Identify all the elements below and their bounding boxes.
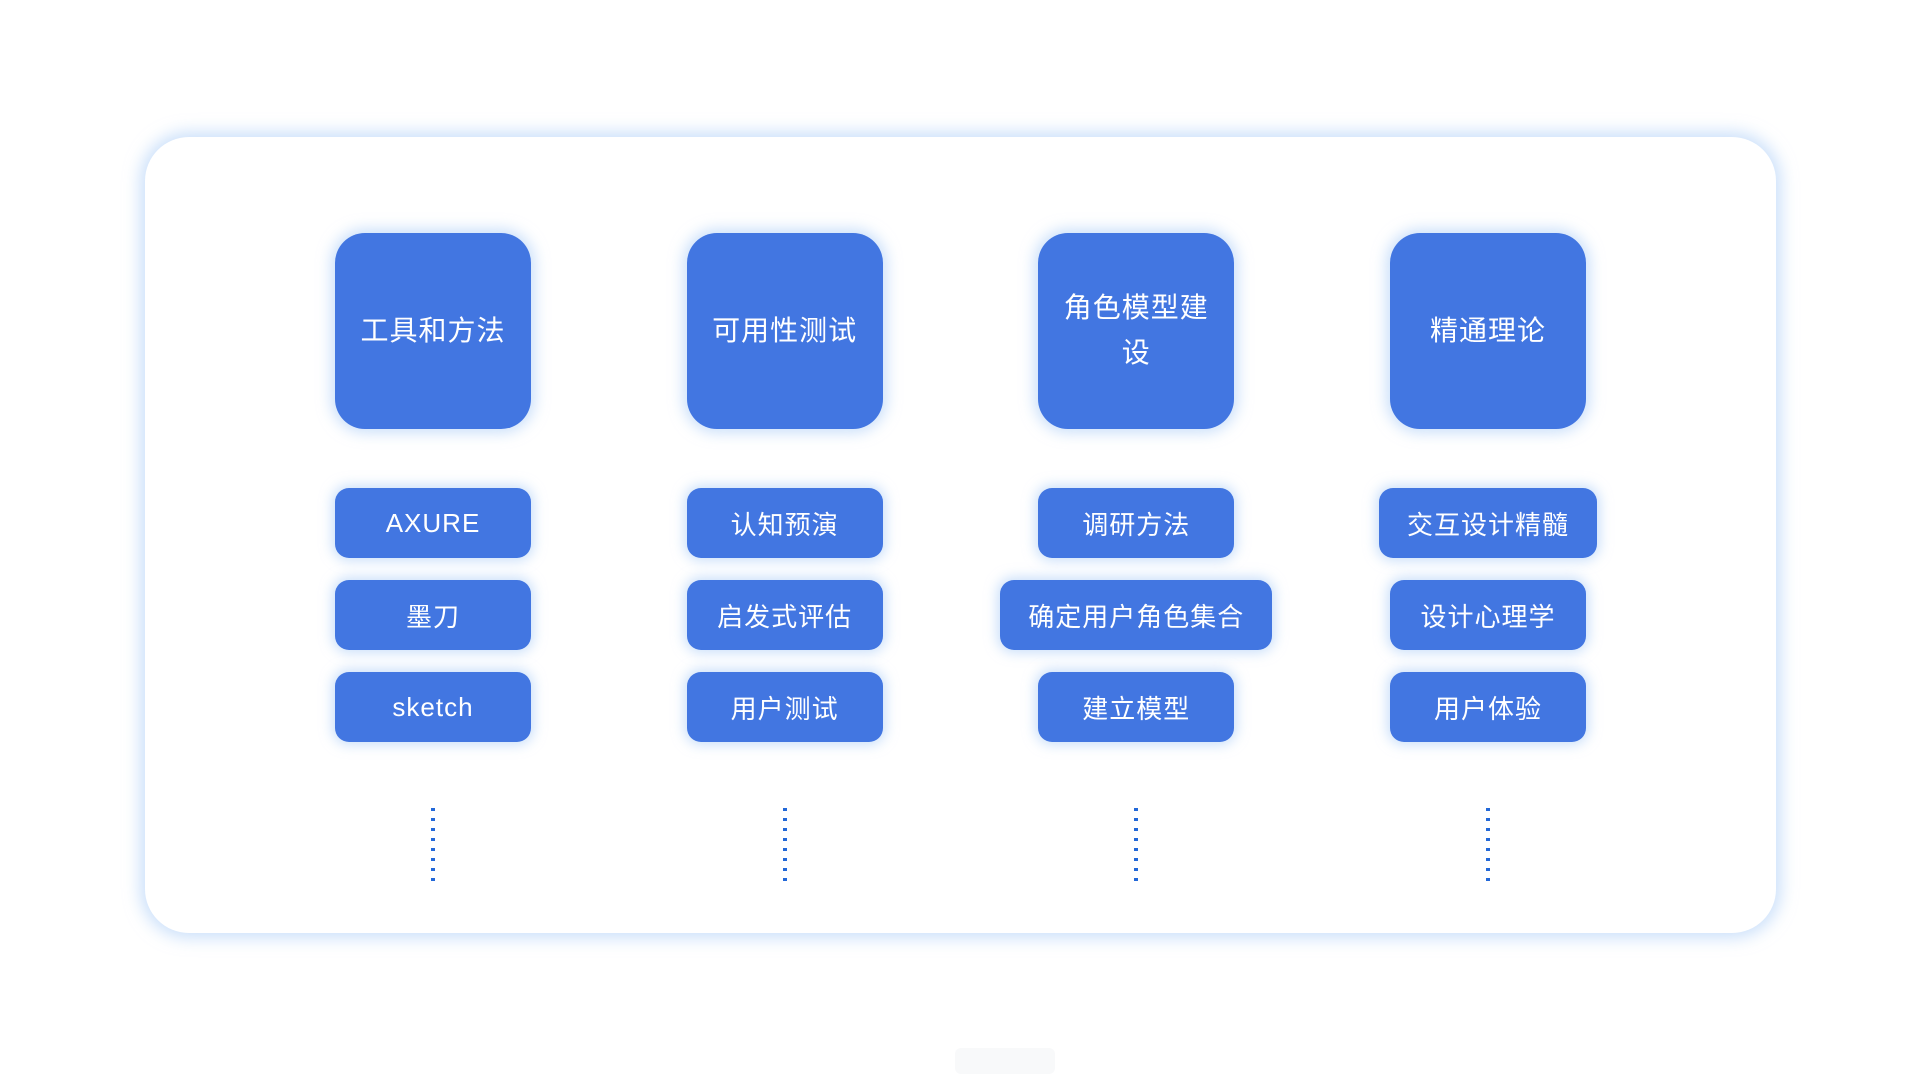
child-node[interactable]: 认知预演 — [686, 488, 883, 558]
topic-children: 调研方法 确定用户角色集合 建立模型 — [1000, 488, 1273, 742]
child-node[interactable]: 启发式评估 — [686, 580, 883, 650]
topic-node[interactable]: 工具和方法 — [335, 233, 531, 429]
more-items-dotted-line — [1134, 808, 1139, 882]
topic-children: 交互设计精髓 设计心理学 用户体验 — [1378, 488, 1597, 742]
faint-watermark — [955, 1048, 1055, 1074]
column-persona-modeling: 角色模型建设 调研方法 确定用户角色集合 建立模型 — [988, 233, 1284, 882]
child-node[interactable]: 用户体验 — [1389, 672, 1586, 742]
more-items-dotted-line — [431, 808, 435, 882]
column-theory-mastery: 精通理论 交互设计精髓 设计心理学 用户体验 — [1340, 233, 1636, 882]
mindmap-columns: 工具和方法 AXURE 墨刀 sketch 可用性测试 认知预演 启发式评估 用… — [145, 233, 1776, 882]
child-node[interactable]: 调研方法 — [1038, 488, 1235, 558]
topic-node[interactable]: 可用性测试 — [686, 233, 883, 429]
child-node[interactable]: sketch — [335, 672, 531, 742]
topic-node[interactable]: 精通理论 — [1389, 233, 1586, 429]
topic-node[interactable]: 角色模型建设 — [1038, 233, 1235, 429]
more-items-dotted-line — [1485, 808, 1490, 882]
child-node[interactable]: 墨刀 — [335, 580, 531, 650]
mindmap-card: 工具和方法 AXURE 墨刀 sketch 可用性测试 认知预演 启发式评估 用… — [145, 137, 1776, 933]
child-node[interactable]: 交互设计精髓 — [1378, 488, 1597, 558]
child-node[interactable]: AXURE — [335, 488, 531, 558]
column-usability-testing: 可用性测试 认知预演 启发式评估 用户测试 — [637, 233, 933, 882]
child-node[interactable]: 设计心理学 — [1389, 580, 1586, 650]
column-tools-and-methods: 工具和方法 AXURE 墨刀 sketch — [285, 233, 581, 882]
topic-children: 认知预演 启发式评估 用户测试 — [686, 488, 883, 742]
child-node[interactable]: 建立模型 — [1038, 672, 1235, 742]
child-node[interactable]: 确定用户角色集合 — [1000, 580, 1273, 650]
child-node[interactable]: 用户测试 — [686, 672, 883, 742]
topic-children: AXURE 墨刀 sketch — [335, 488, 531, 742]
more-items-dotted-line — [782, 808, 787, 882]
